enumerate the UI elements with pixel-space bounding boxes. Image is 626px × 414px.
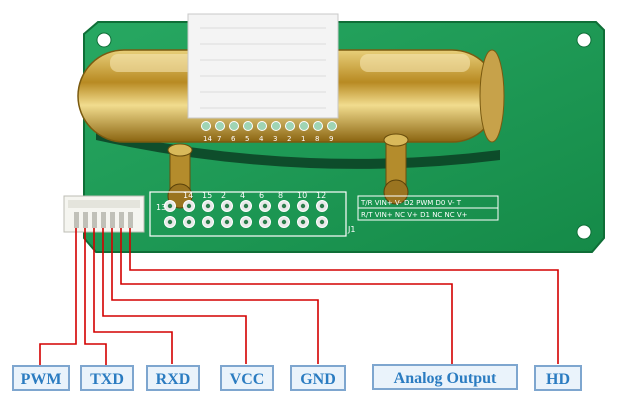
sensor-pin-number: 5 [245, 135, 249, 143]
wire-vcc [102, 228, 247, 364]
header-pad-hole [167, 203, 173, 209]
header-number: 6 [259, 191, 264, 200]
sensor-pin [313, 121, 323, 131]
header-number: 8 [278, 191, 283, 200]
header-pad-hole [243, 219, 249, 225]
header-name: J1 [347, 225, 355, 234]
pin-table-row1: T/R VIN+ V- D2 PWM D0 V- T [360, 199, 462, 207]
pin-label-analog-output: Analog Output [372, 364, 518, 390]
jst-pin [83, 212, 88, 228]
header-pad-hole [281, 219, 287, 225]
header-pad-hole [319, 219, 325, 225]
sensor-pin-number: 8 [315, 135, 319, 143]
jst-pin [92, 212, 97, 228]
header-pad-hole [205, 203, 211, 209]
wire-rxd [93, 228, 173, 364]
wire-gnd [111, 228, 319, 364]
wire-hd [129, 228, 559, 364]
sensor-pin-number: 14 [203, 135, 212, 143]
jst-pin [74, 212, 79, 228]
sensor-pin-number: 2 [287, 135, 291, 143]
wire-txd [84, 228, 107, 365]
header-pad-hole [167, 219, 173, 225]
header-pad-hole [243, 203, 249, 209]
header-pad-hole [205, 219, 211, 225]
header-left-number: 13 [156, 203, 166, 212]
wire-pwm [39, 228, 77, 365]
sensor-pin [229, 121, 239, 131]
header-pad-hole [224, 219, 230, 225]
sensor-pin [299, 121, 309, 131]
sensor-pin [257, 121, 267, 131]
header-top-numbers: 14 15 2 4 6 8 10 12 [183, 191, 326, 200]
pin-wires [39, 228, 559, 365]
sensor-pin-number: 9 [329, 135, 333, 143]
sensor-pin [243, 121, 253, 131]
pin-label-gnd: GND [290, 365, 346, 391]
sensor-pin-number: 7 [217, 135, 221, 143]
header-pad-hole [262, 219, 268, 225]
header-number: 15 [202, 191, 212, 200]
pin-label-hd: HD [534, 365, 582, 391]
header-number: 14 [183, 191, 193, 200]
sensor-pin-row: 14 7 6 5 4 3 2 1 8 9 [201, 121, 337, 143]
sensor-pin [215, 121, 225, 131]
connector-pin-table: T/R VIN+ V- D2 PWM D0 V- T R/T VIN+ NC V… [357, 195, 499, 221]
sensor-label-sticker [187, 13, 339, 119]
pin-label-rxd: RXD [146, 365, 200, 391]
sensor-pin-number: 4 [259, 135, 264, 143]
jst-pin [101, 212, 106, 228]
pin-table-row2: R/T VIN+ NC V+ D1 NC NC V+ [361, 211, 468, 219]
brass-standoff [167, 143, 193, 209]
jst-pin [128, 212, 133, 228]
sensor-pin [285, 121, 295, 131]
header-outline [149, 191, 347, 237]
header-pad-hole [300, 203, 306, 209]
pin-label-vcc: VCC [220, 365, 274, 391]
header-pad-hole [262, 203, 268, 209]
jst-connector [63, 195, 145, 233]
sensor-pin-number: 6 [231, 135, 236, 143]
pin-label-pwm: PWM [12, 365, 70, 391]
header-pad-hole [281, 203, 287, 209]
sensor-pin-number: 3 [273, 135, 277, 143]
header-pad-hole [186, 219, 192, 225]
header-number: 4 [240, 191, 245, 200]
mounting-hole [576, 224, 592, 240]
brass-standoff [383, 133, 409, 205]
header-number: 12 [316, 191, 326, 200]
mounting-hole [576, 32, 592, 48]
header-number: 10 [297, 191, 307, 200]
sensor-pin-number: 1 [301, 135, 305, 143]
mounting-hole [96, 32, 112, 48]
header-pad-hole [224, 203, 230, 209]
header-pad-hole [300, 219, 306, 225]
header-number: 2 [221, 191, 226, 200]
wire-analog-output [120, 228, 453, 364]
sensor-pin [271, 121, 281, 131]
sensor-pin [201, 121, 211, 131]
sensor-pin [327, 121, 337, 131]
header-pad-grid [164, 200, 328, 228]
jst-pin [119, 212, 124, 228]
header-pad-hole [319, 203, 325, 209]
jst-pin [110, 212, 115, 228]
pin-label-txd: TXD [80, 365, 134, 391]
header-pad-hole [186, 203, 192, 209]
